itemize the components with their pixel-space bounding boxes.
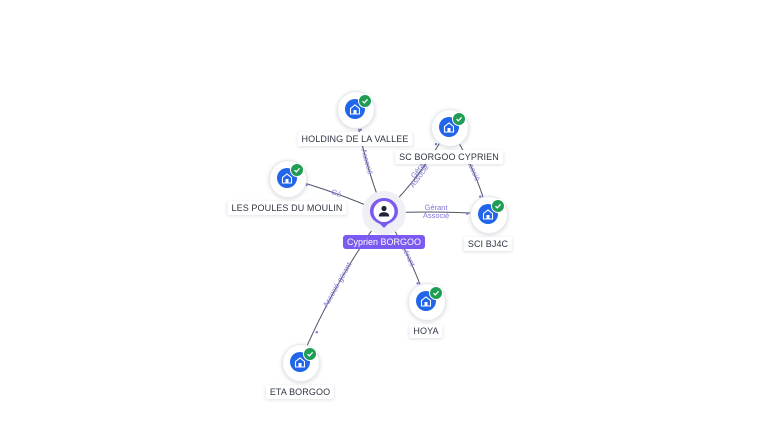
person-name-label: Cyprien BORGOO <box>342 235 426 249</box>
verified-check-icon <box>290 163 304 177</box>
company-label: SCI BJ4C <box>463 237 513 251</box>
user-icon <box>378 205 390 217</box>
company-label: HOYA <box>409 324 443 338</box>
company-label: HOLDING DE LA VALLEE <box>297 132 413 146</box>
edge-label-person-poules-0: Gé <box>330 187 342 199</box>
verified-check-icon <box>491 199 505 213</box>
edge-label-person-bj4c-1: Associé <box>423 211 449 220</box>
verified-check-icon <box>452 112 466 126</box>
edge-label-person-bj4c-0: Gérant <box>425 203 449 212</box>
person-pin-icon <box>370 198 398 228</box>
company-label: SC BORGOO CYPRIEN <box>395 150 503 164</box>
edge-marker-person-bj4c <box>466 212 469 215</box>
edge-label-person-holding-0: Associé <box>359 148 375 176</box>
verified-check-icon <box>358 94 372 108</box>
verified-check-icon <box>429 286 443 300</box>
edge-marker-person-eta <box>315 331 318 334</box>
edge-label-person-eta-0: Associé-gérant <box>321 260 354 309</box>
verified-check-icon <box>303 347 317 361</box>
company-label: ETA BORGOO <box>265 385 335 399</box>
edge-marker-person-holding <box>359 128 362 131</box>
company-label: LES POULES DU MOULIN <box>227 201 347 215</box>
edge-marker-person-scborgoo <box>434 143 438 146</box>
